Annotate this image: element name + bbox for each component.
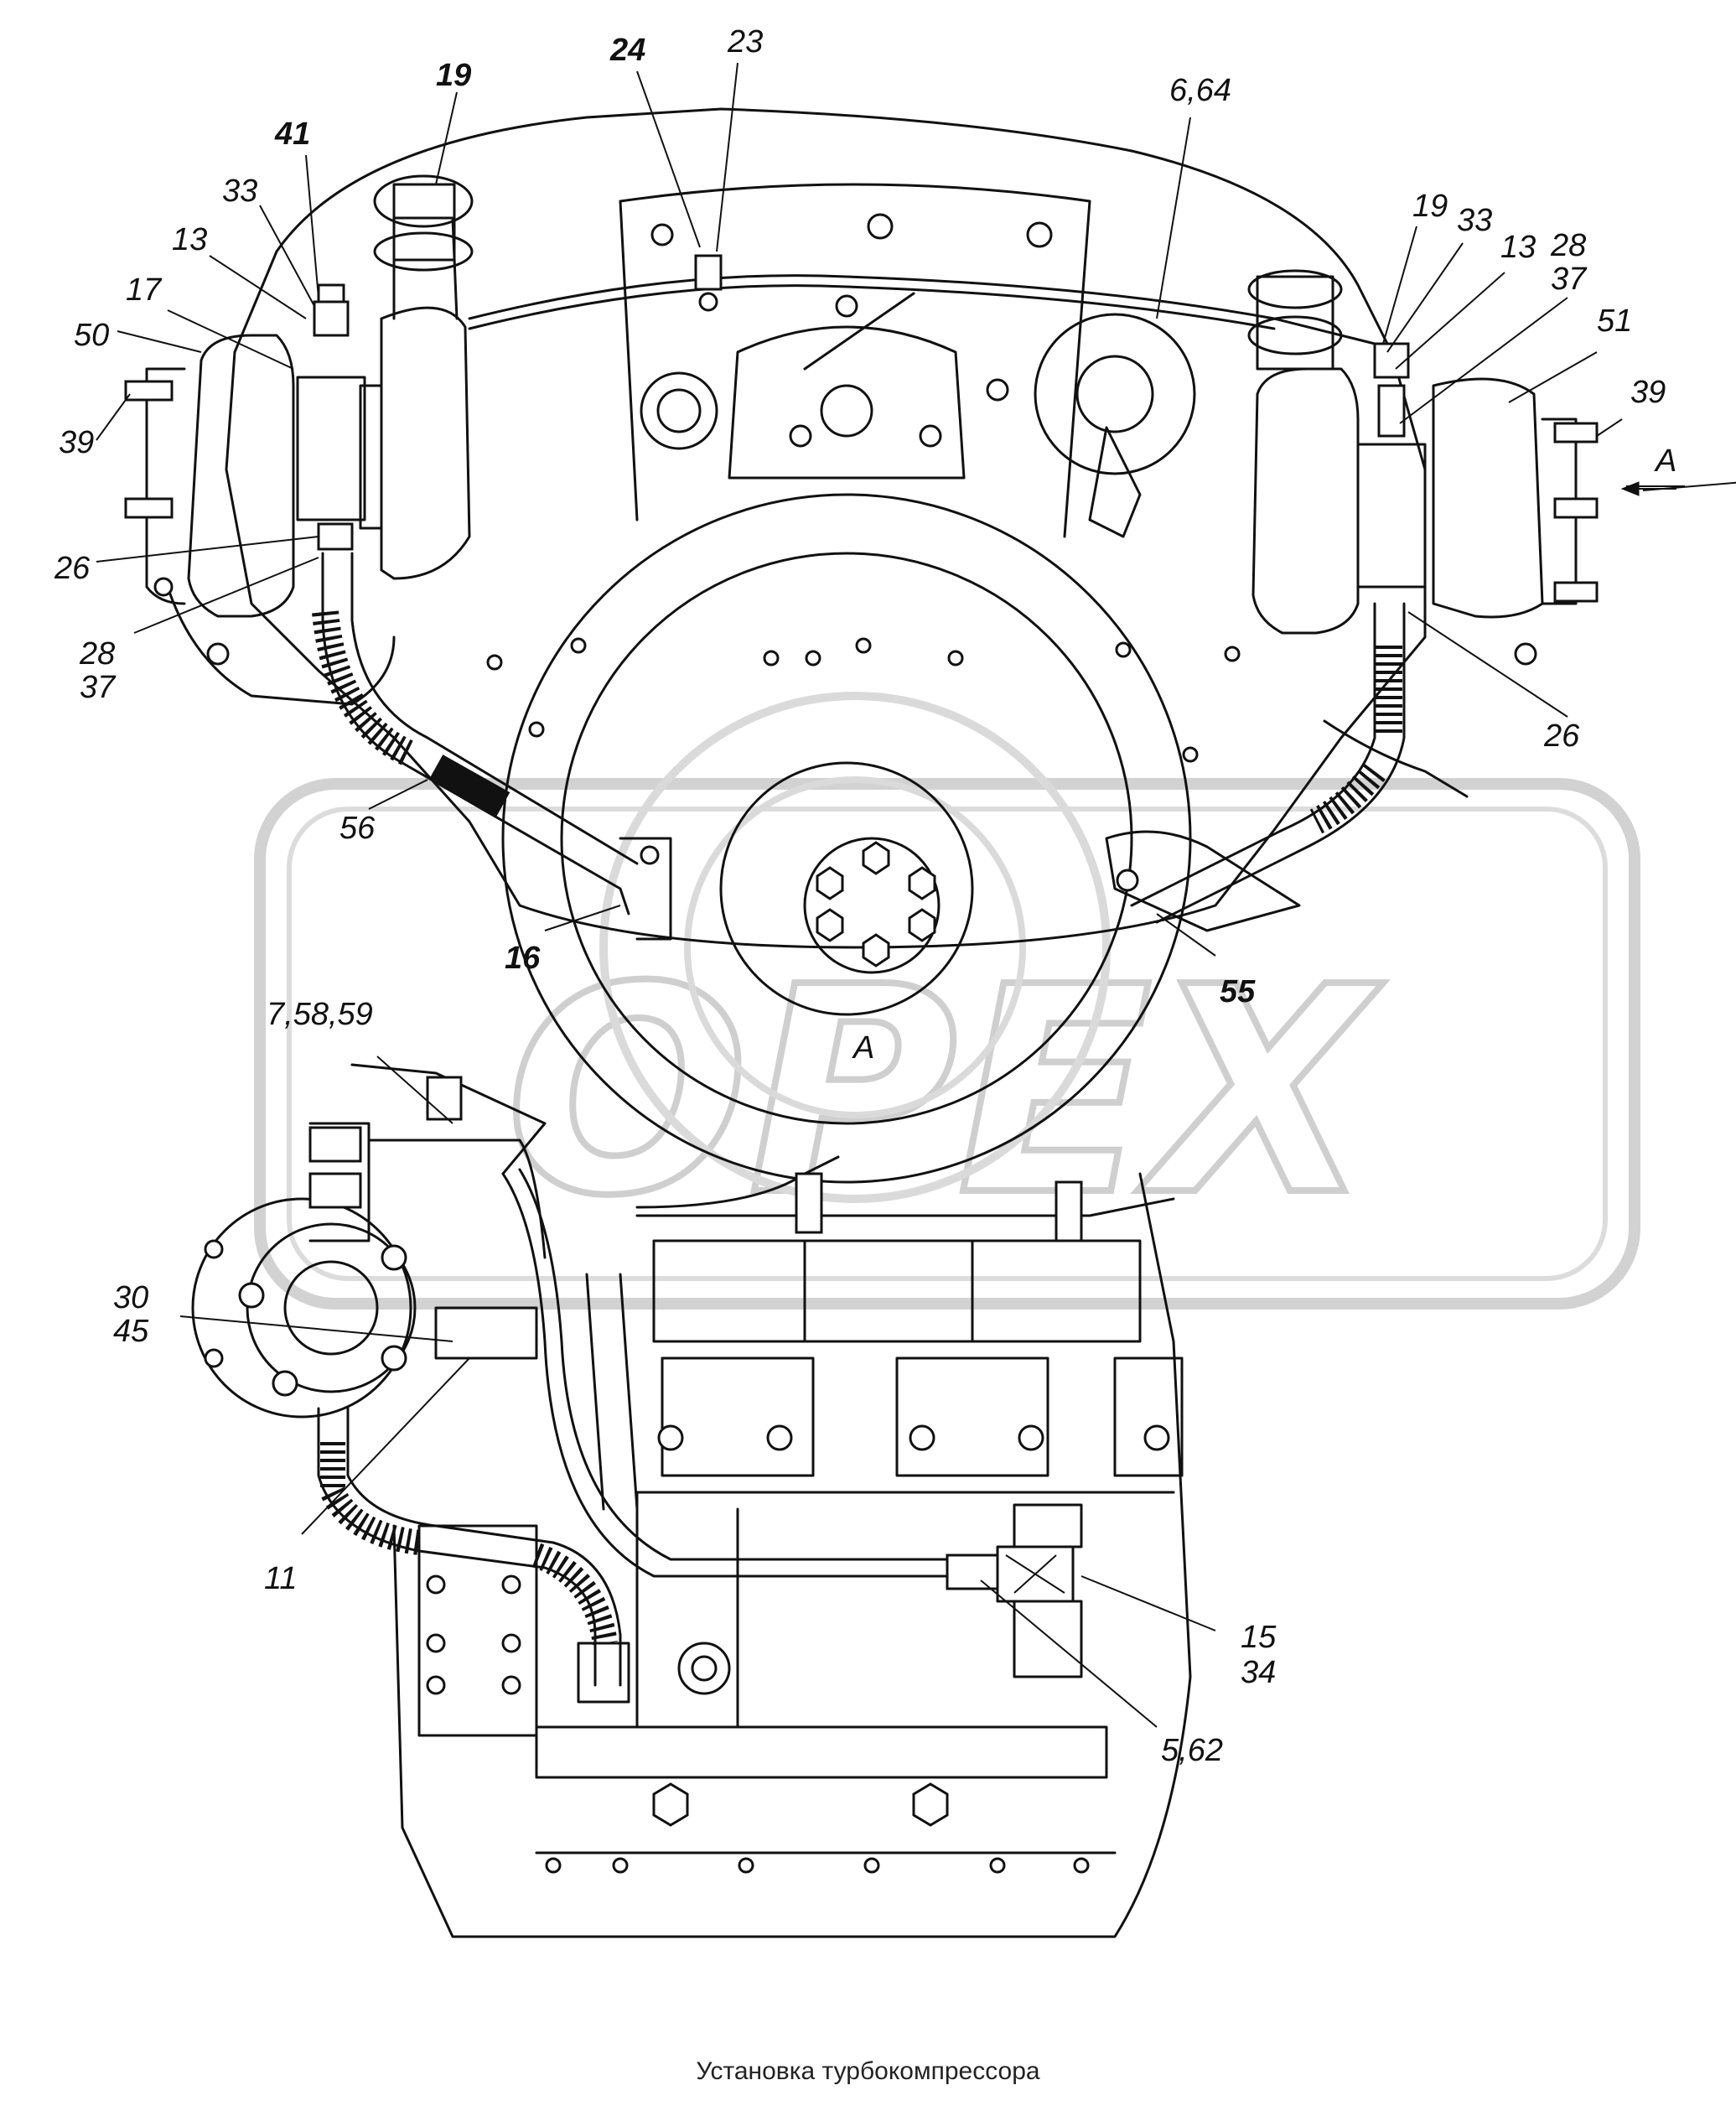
upper-view-engine xyxy=(124,107,1599,1184)
lower-view-a xyxy=(191,1063,1192,1938)
callout-51: 51 xyxy=(1597,303,1632,339)
callout-56: 56 xyxy=(339,811,376,846)
callout-5-62: 5,62 xyxy=(1161,1733,1223,1768)
callout-11: 11 xyxy=(264,1561,297,1596)
callout-6-64: 6,64 xyxy=(1169,73,1231,108)
callout-7-58-59: 7,58,59 xyxy=(267,997,373,1032)
callout-23: 23 xyxy=(727,24,763,60)
callout-33-right: 33 xyxy=(1457,203,1492,238)
view-arrow-a xyxy=(1620,481,1676,496)
cylinder-heads xyxy=(635,1239,1184,1494)
callout-13-left: 13 xyxy=(172,222,207,257)
callout-41: 41 xyxy=(274,117,310,152)
callout-26-left: 26 xyxy=(54,551,91,586)
callout-13-right: 13 xyxy=(1500,230,1536,265)
hub-hex-bolts xyxy=(816,841,936,967)
callout-17: 17 xyxy=(126,272,163,308)
figure-caption: Установка турбокомпрессора xyxy=(696,2057,1040,2085)
left-drain-hose xyxy=(312,552,672,941)
callout-16: 16 xyxy=(505,941,541,976)
callout-55: 55 xyxy=(1220,974,1256,1009)
watermark: OPEX xyxy=(254,692,1640,1310)
oil-pan-bolts xyxy=(535,1782,1117,1874)
callout-19-left: 19 xyxy=(436,58,471,93)
callout-15: 15 xyxy=(1241,1620,1277,1655)
callout-39-left: 39 xyxy=(59,425,94,460)
right-turbocharger xyxy=(1247,269,1599,666)
oil-feed-pipe xyxy=(501,1168,1083,1695)
callout-28-right: 28 xyxy=(1550,228,1586,263)
lower-turbocharger xyxy=(191,1063,547,1419)
callout-19-right: 19 xyxy=(1412,189,1448,224)
callout-30: 30 xyxy=(113,1280,148,1315)
callout-37-left: 37 xyxy=(80,670,117,705)
callout-37-right: 37 xyxy=(1551,262,1588,297)
callout-39-right: 39 xyxy=(1630,375,1666,410)
callout-34: 34 xyxy=(1241,1655,1276,1690)
callout-45: 45 xyxy=(113,1314,149,1349)
housing-bolts xyxy=(486,637,1241,763)
lower-drain-hose xyxy=(317,1407,630,1704)
callout-50: 50 xyxy=(74,318,109,353)
callout-24: 24 xyxy=(609,33,645,68)
callout-26-right: 26 xyxy=(1543,718,1580,754)
view-a-marker: A xyxy=(1654,444,1676,479)
right-drain-hose xyxy=(1105,602,1469,932)
callout-33-left: 33 xyxy=(222,174,257,209)
callout-28-left: 28 xyxy=(79,636,115,672)
callouts: 24 23 19 41 33 13 17 50 39 26 28 37 56 1… xyxy=(54,24,1676,1768)
view-label-a: A xyxy=(852,1030,874,1066)
